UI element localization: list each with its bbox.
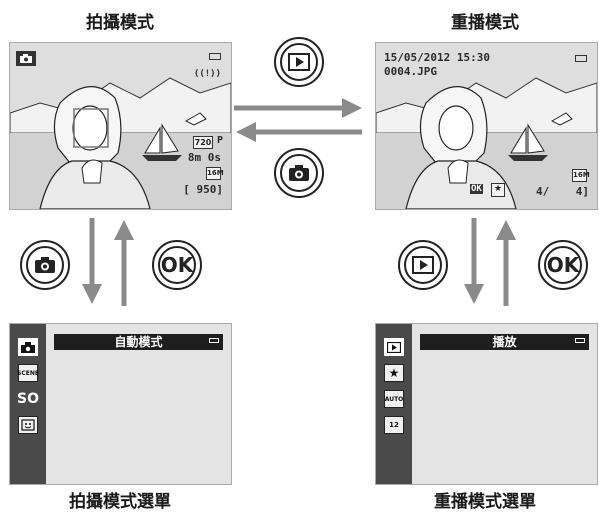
- remaining-time: 8m 0s: [187, 151, 221, 164]
- ok-label: OK: [160, 253, 194, 277]
- shooting-mode-icon: [16, 51, 36, 66]
- battery-icon: [209, 53, 221, 60]
- shooting-button[interactable]: [274, 148, 324, 198]
- battery-icon: [575, 338, 585, 343]
- right-vertical-arrows: [464, 218, 516, 306]
- left-vertical-arrows: [82, 218, 134, 306]
- menu-header-label: 播放: [492, 335, 517, 349]
- battery-icon: [575, 55, 587, 62]
- menu-header: 播放: [420, 334, 589, 350]
- playback-mode-title: 重播模式: [451, 13, 519, 33]
- camera-icon: [289, 165, 309, 181]
- playback-button[interactable]: [274, 37, 324, 87]
- camera-icon[interactable]: [18, 338, 38, 356]
- auto-icon[interactable]: AUTO: [384, 390, 404, 408]
- shooting-menu-title: 拍攝模式選單: [69, 492, 171, 512]
- battery-icon: [209, 338, 219, 343]
- image-mode-suffix: P: [216, 135, 223, 146]
- menu-header-label: 自動模式: [114, 335, 163, 349]
- play-icon: [412, 256, 434, 274]
- image-size-icon: 16M: [572, 169, 590, 182]
- shooting-menu: SCENE SO 自動模式: [9, 323, 232, 485]
- scene-illustration: [376, 43, 597, 209]
- so-icon[interactable]: SO: [17, 391, 39, 407]
- print-size-icon[interactable]: 12: [384, 416, 404, 434]
- play-icon: [288, 53, 310, 71]
- horizontal-arrows: [234, 98, 362, 142]
- play-icon[interactable]: [384, 338, 404, 356]
- shooting-screen: ((!)) 720 P 8m 0s 16M [ 950]: [9, 42, 232, 210]
- star-icon[interactable]: ★: [384, 364, 404, 382]
- playback-menu-button[interactable]: [398, 240, 448, 290]
- scene-illustration: [10, 43, 231, 209]
- smile-icon[interactable]: [18, 416, 38, 434]
- ok-hint: OK: [470, 184, 483, 194]
- image-mode-icon: 720: [193, 136, 213, 149]
- scene-icon[interactable]: SCENE: [17, 364, 39, 382]
- camera-icon: [35, 257, 55, 273]
- file-name: 0004.JPG: [384, 65, 437, 78]
- ok-button-left[interactable]: OK: [152, 240, 202, 290]
- remaining-shots: [ 950]: [183, 183, 223, 196]
- camera-mode-button[interactable]: [20, 240, 70, 290]
- image-size-icon: 16M: [206, 167, 224, 180]
- favorite-star-icon: ★: [491, 183, 505, 197]
- menu-header: 自動模式: [54, 334, 223, 350]
- vr-icon: ((!)): [193, 69, 221, 79]
- frame-counter: 4/ 4]: [536, 185, 589, 198]
- date-time: 15/05/2012 15:30: [384, 51, 490, 64]
- ok-label: OK: [546, 253, 580, 277]
- playback-menu: ★ AUTO 12 播放: [375, 323, 598, 485]
- shooting-mode-title: 拍攝模式: [86, 13, 154, 33]
- playback-menu-title: 重播模式選單: [434, 492, 536, 512]
- playback-screen: 15/05/2012 15:30 0004.JPG 16M OK ★ 4/ 4]: [375, 42, 598, 210]
- ok-button-right[interactable]: OK: [538, 240, 588, 290]
